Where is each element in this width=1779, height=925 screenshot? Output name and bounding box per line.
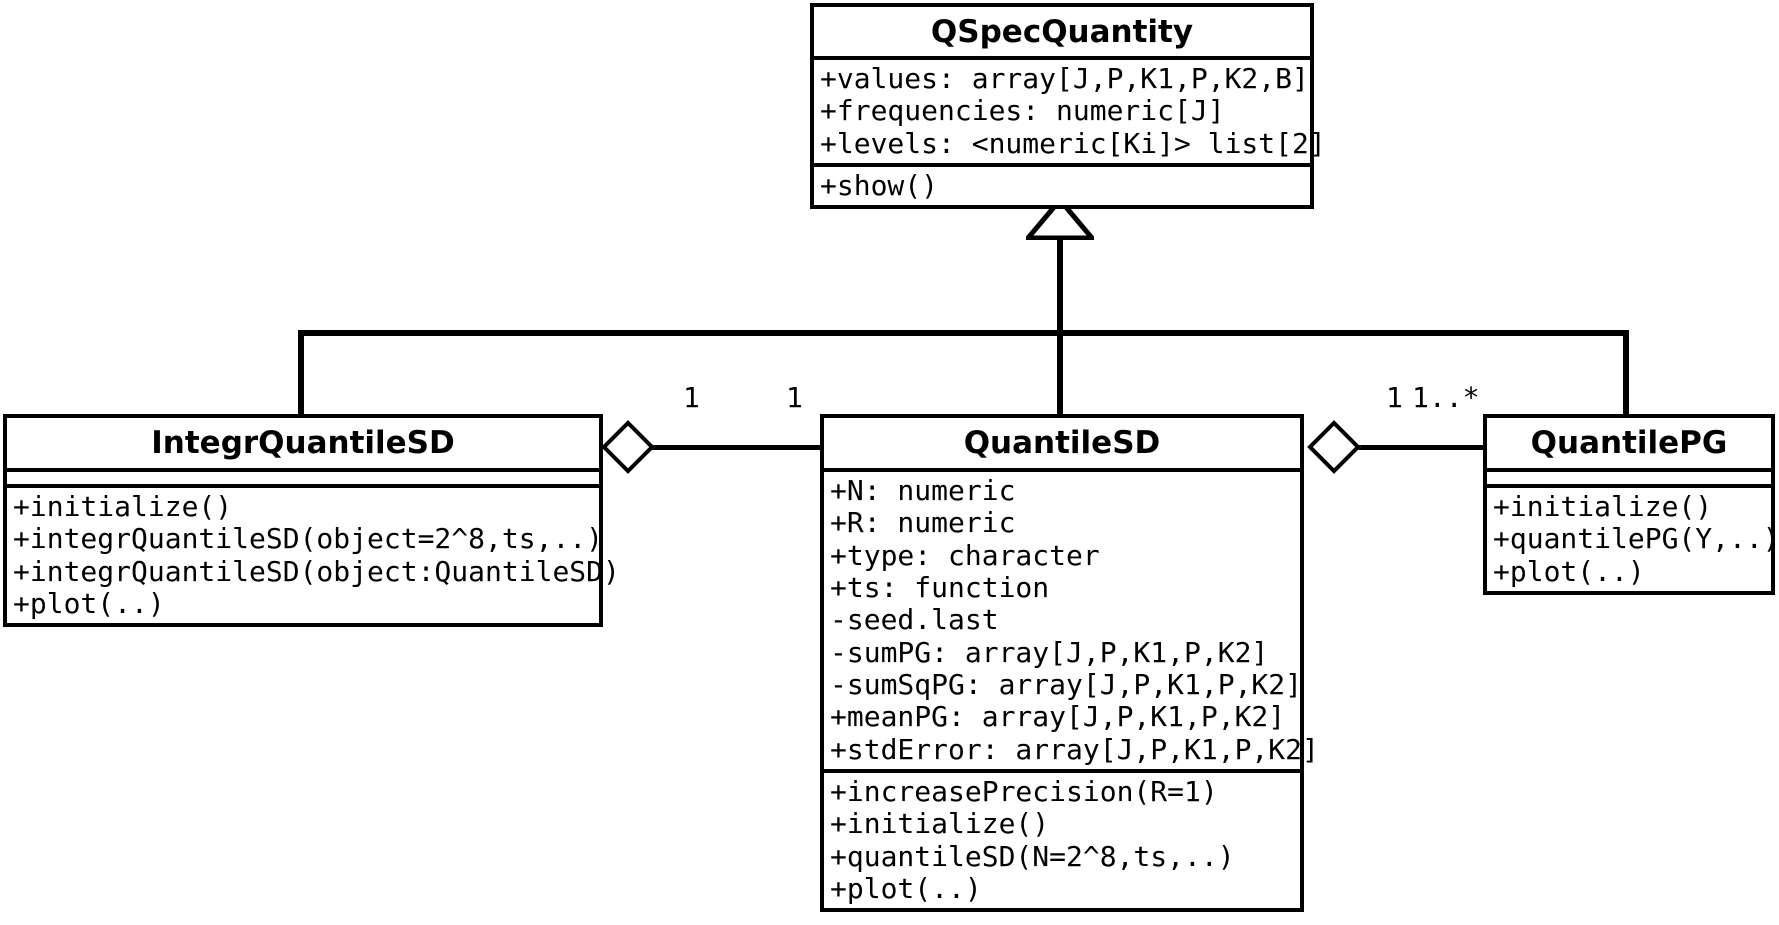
methods-compartment-integrquantilesd: +initialize() +integrQuantileSD(object=2… (7, 484, 620, 623)
method-line: +increasePrecision(R=1) (830, 774, 1218, 808)
method-line: +quantilePG(Y,..) (1493, 522, 1779, 556)
attribute-line: -sumPG: array[J,P,K1,P,K2] (830, 635, 1269, 669)
aggregation-line-quantilesd-quantilepg (1354, 445, 1485, 450)
aggregation-diamond-integrquantilesd-icon (601, 420, 655, 474)
aggregation-line-integr-quantilesd (648, 445, 822, 450)
attribute-line: -sumSqPG: array[J,P,K1,P,K2] (830, 667, 1303, 701)
attributes-compartment-qspecquantity: +values: array[J,P,K1,P,K2,B] +frequenci… (814, 56, 1326, 163)
class-name-quantilepg: QuantilePG (1530, 425, 1728, 461)
attribute-line: -seed.last (830, 603, 999, 637)
generalization-branch-quantilepg (1623, 330, 1629, 416)
attribute-line: +N: numeric (830, 474, 1016, 507)
generalization-branch-integrquantilesd (298, 330, 304, 416)
generalization-trunk-vertical (1057, 236, 1063, 334)
attributes-compartment-integrquantilesd (7, 468, 599, 484)
class-name-qspecquantity: QSpecQuantity (930, 13, 1194, 50)
class-box-quantilesd[interactable]: QuantileSD +N: numeric +R: numeric +type… (820, 414, 1319, 913)
attribute-line: +levels: <numeric[Ki]> list[2] (820, 126, 1326, 160)
method-line: +plot(..) (13, 586, 165, 620)
multiplicity-quantilepg-side: 1..* (1412, 381, 1480, 414)
method-line: +show() (820, 168, 939, 202)
attribute-line: +R: numeric (830, 506, 1016, 540)
attributes-compartment-quantilesd: +N: numeric +R: numeric +type: character… (824, 468, 1319, 769)
attribute-line: +ts: function (830, 570, 1050, 604)
multiplicity-quantilesd-right-side: 1 (1386, 381, 1403, 414)
class-name-quantilesd: QuantileSD (963, 425, 1161, 461)
method-line: +initialize() (1493, 490, 1713, 523)
method-line: +plot(..) (1493, 554, 1645, 588)
attribute-line: +meanPG: array[J,P,K1,P,K2] (830, 700, 1286, 734)
method-line: +plot(..) (830, 871, 982, 905)
class-box-qspecquantity[interactable]: QSpecQuantity +values: array[J,P,K1,P,K2… (810, 3, 1326, 210)
multiplicity-integr-side: 1 (683, 381, 700, 414)
multiplicity-quantilesd-left-side: 1 (786, 381, 803, 414)
generalization-bus-horizontal (298, 330, 1629, 336)
attribute-line: +type: character (830, 538, 1100, 572)
class-box-quantilepg[interactable]: QuantilePG +initialize() +quantilePG(Y,.… (1483, 414, 1779, 595)
attribute-line: +stdError: array[J,P,K1,P,K2] (830, 732, 1319, 766)
attribute-line: +frequencies: numeric[J] (820, 94, 1225, 128)
methods-compartment-quantilesd: +increasePrecision(R=1) +initialize() +q… (824, 768, 1300, 908)
generalization-branch-quantilesd (1057, 330, 1063, 416)
method-line: +integrQuantileSD(object=2^8,ts,..) (13, 522, 604, 556)
method-line: +quantileSD(N=2^8,ts,..) (830, 839, 1235, 873)
method-line: +integrQuantileSD(object:QuantileSD) (13, 554, 620, 588)
methods-compartment-qspecquantity: +show() (814, 162, 1310, 205)
methods-compartment-quantilepg: +initialize() +quantilePG(Y,..) +plot(..… (1487, 484, 1779, 591)
attributes-compartment-quantilepg (1487, 468, 1771, 484)
method-line: +initialize() (13, 490, 233, 523)
attribute-line: +values: array[J,P,K1,P,K2,B] (820, 62, 1309, 95)
class-name-integrquantilesd: IntegrQuantileSD (151, 425, 455, 461)
class-box-integrquantilesd[interactable]: IntegrQuantileSD +initialize() +integrQu… (3, 414, 620, 628)
method-line: +initialize() (830, 807, 1050, 841)
aggregation-diamond-quantilesd-icon (1307, 420, 1361, 474)
